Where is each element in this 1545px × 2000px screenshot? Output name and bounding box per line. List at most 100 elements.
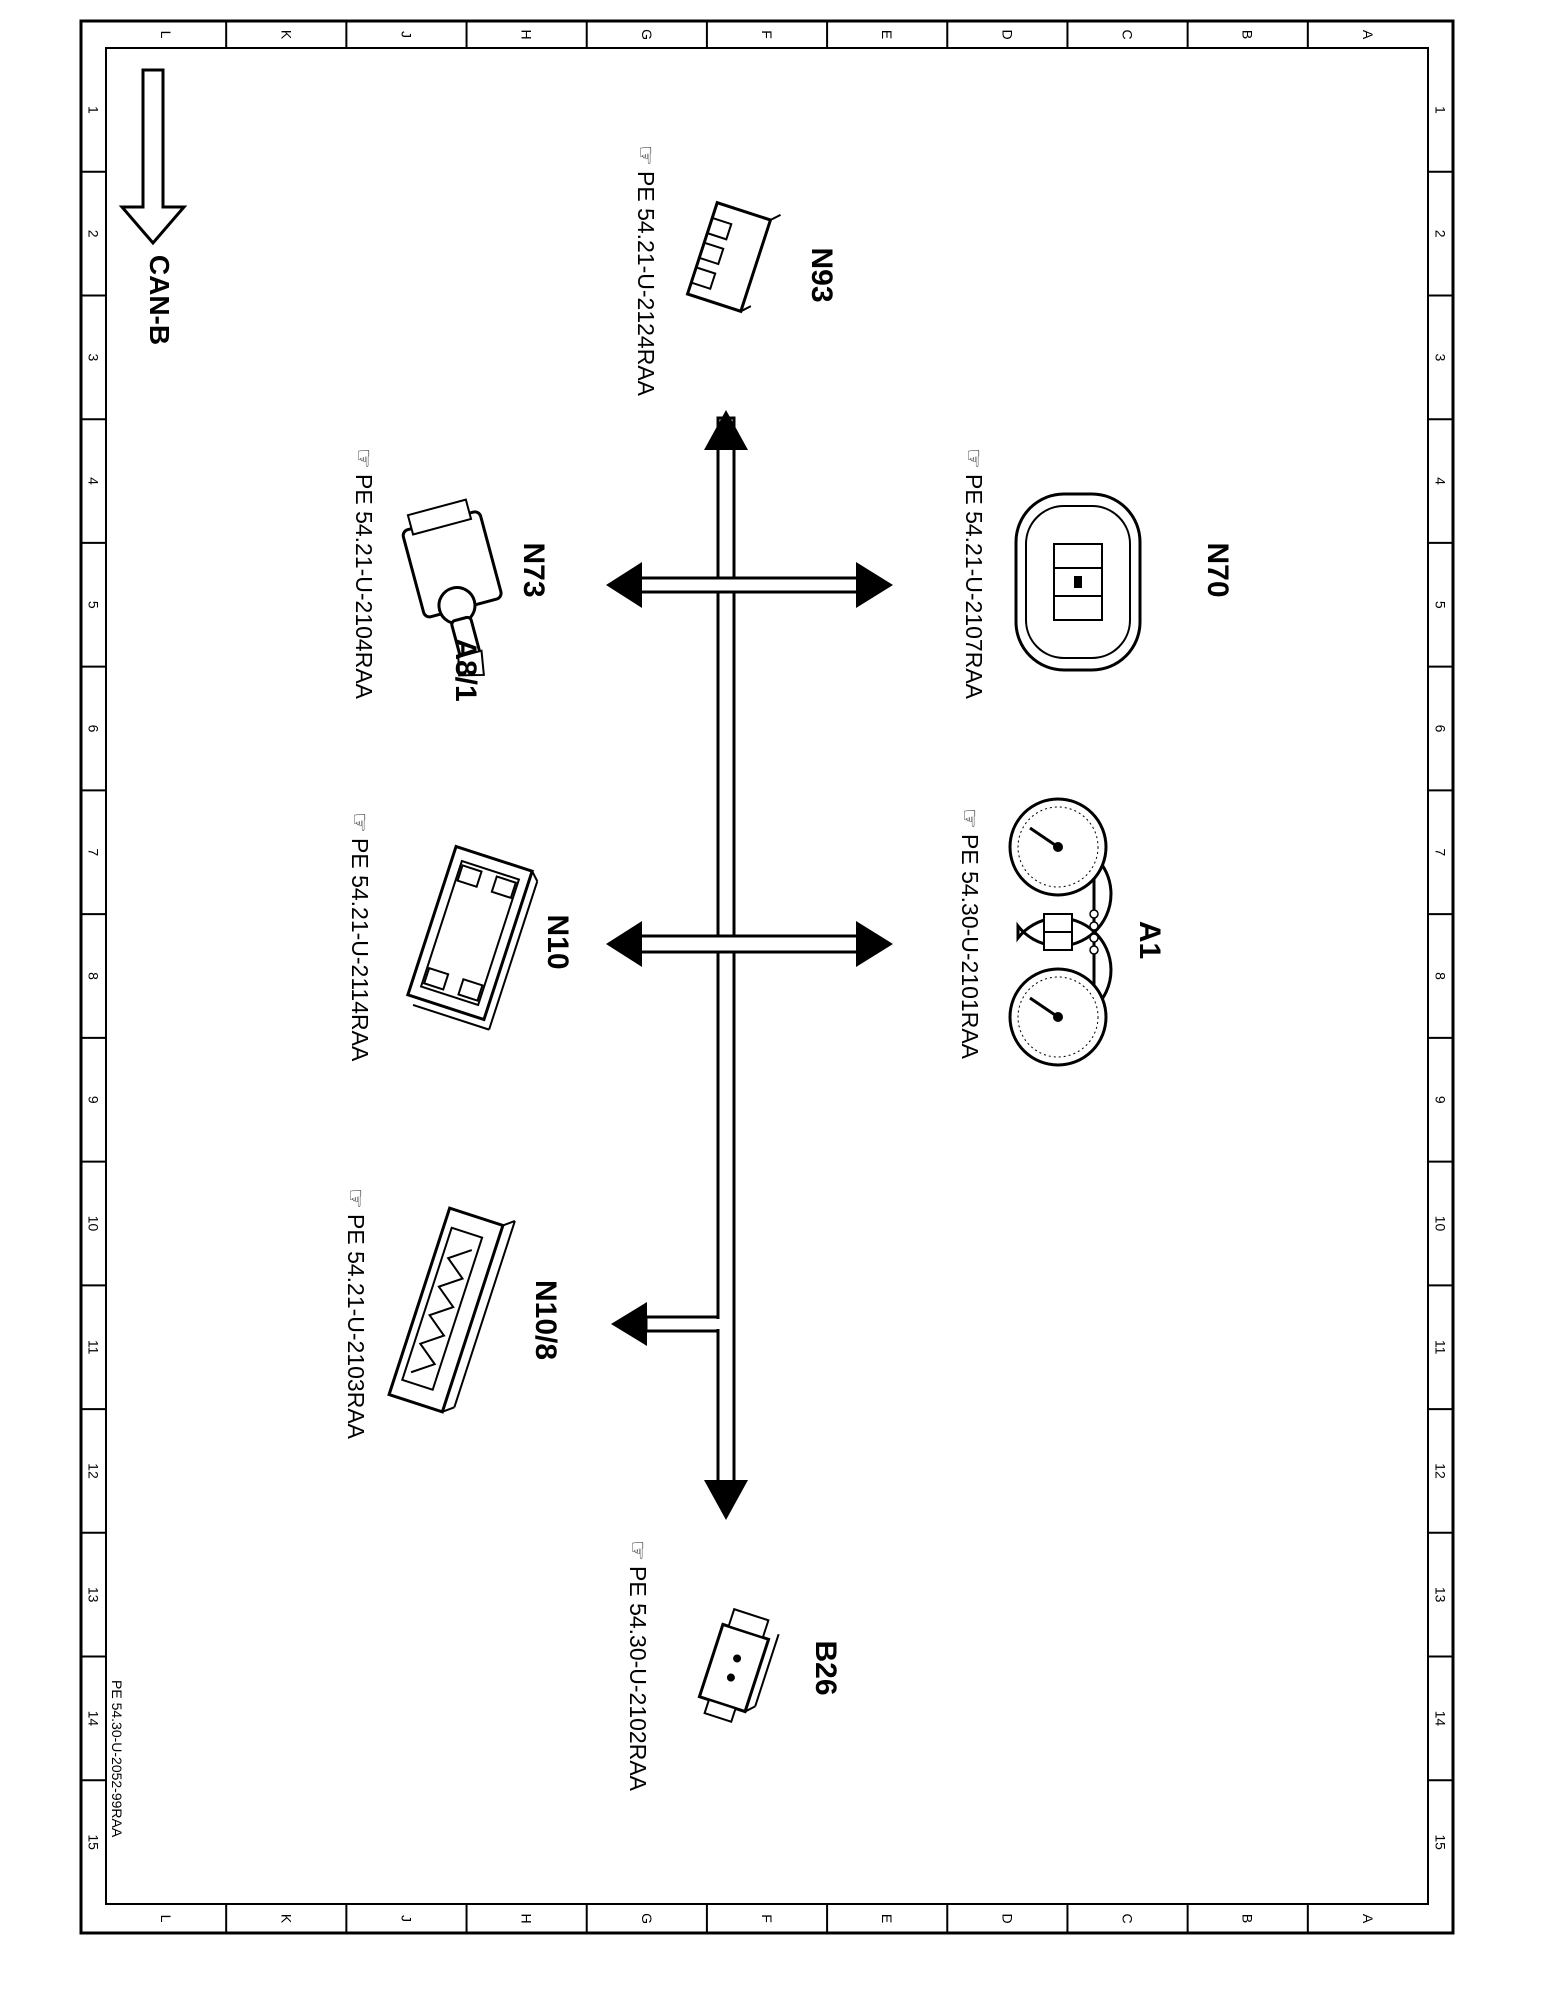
hand-pointer-icon: ☞ — [957, 808, 983, 829]
component-label: A1 — [1133, 921, 1166, 959]
grid-letter-label: K — [278, 1914, 294, 1924]
arrowhead-left — [606, 562, 642, 608]
arrowhead-left — [611, 1302, 647, 1346]
reference-code: PE 54.30-U-2102RAA — [625, 1566, 651, 1792]
reference-code: PE 54.21-U-2104RAA — [351, 474, 377, 700]
grid-letter-label: C — [1120, 1913, 1136, 1923]
grid-number-label: 14 — [86, 1711, 102, 1727]
grid-number-label: 15 — [1433, 1834, 1449, 1850]
grid-number-label: 7 — [1433, 848, 1449, 856]
grid-letter-label: L — [158, 1915, 174, 1923]
grid-letter-label: H — [519, 29, 535, 39]
grid-number-label: 9 — [86, 1096, 102, 1104]
grid-number-label: 14 — [1433, 1711, 1449, 1727]
grid-number-label: 13 — [1433, 1587, 1449, 1603]
reference-code: PE 54.21-U-2103RAA — [343, 1214, 369, 1440]
grid-number-label: 6 — [86, 725, 102, 733]
reference-code: PE 54.21-U-2114RAA — [347, 838, 373, 1062]
reference-code: PE 54.21-U-2107RAA — [961, 474, 987, 700]
component-n73[interactable]: N73 A8/1 ☞ PE 54.21-U-2104RAA — [351, 448, 550, 702]
grid-number-label: 2 — [1433, 230, 1449, 238]
component-label: N70 — [1201, 542, 1234, 597]
hand-pointer-icon: ☞ — [347, 812, 373, 833]
grid-letter-label: G — [639, 1913, 655, 1924]
hand-pointer-icon: ☞ — [625, 1540, 651, 1561]
grid-number-label: 1 — [1433, 106, 1449, 114]
reference-code: PE 54.30-U-2101RAA — [957, 834, 983, 1060]
grid-letter-label: D — [999, 29, 1015, 39]
component-n10[interactable]: N10 ☞ PE 54.21-U-2114RAA — [347, 812, 574, 1062]
grid-letter-label: F — [759, 1914, 775, 1923]
hand-pointer-icon: ☞ — [351, 448, 377, 469]
grid-number-label: 13 — [86, 1587, 102, 1603]
grid-number-label: 10 — [86, 1216, 102, 1232]
component-n10-8[interactable]: N10/8 ☞ PE 54.21-U-2103RAA — [343, 1188, 562, 1440]
component-label: N10/8 — [529, 1280, 562, 1360]
grid-number-label: 9 — [1433, 1096, 1449, 1104]
grid-letter-label: H — [519, 1913, 535, 1923]
hand-pointer-icon: ☞ — [961, 448, 987, 469]
component-a1[interactable]: A1 ☞ PE 54.30-U-2101RAA — [957, 797, 1166, 1067]
bus-label: CAN-B — [144, 255, 175, 345]
grid-letter-label: K — [278, 30, 294, 40]
hand-pointer-icon: ☞ — [343, 1188, 369, 1209]
grid-number-label: 15 — [86, 1834, 102, 1850]
grid-letter-label: C — [1120, 29, 1136, 39]
grid-number-label: 7 — [86, 848, 102, 856]
arrowhead-right — [856, 562, 893, 608]
arrowhead-left — [606, 921, 642, 967]
grid-letter-label: E — [879, 30, 895, 39]
grid-letter-label: A — [1360, 30, 1376, 40]
ignition-switch-key-icon — [401, 498, 503, 677]
grid-number-label: 4 — [86, 477, 102, 485]
grid-number-label: 3 — [1433, 353, 1449, 361]
grid-letter-label: D — [999, 1913, 1015, 1923]
can-bus-network — [606, 410, 893, 1520]
sensor-icon — [697, 1607, 780, 1724]
grid-number-label: 3 — [86, 353, 102, 361]
grid-number-label: 5 — [86, 601, 102, 609]
component-label: N10 — [541, 914, 574, 969]
down-arrow-icon — [118, 68, 188, 246]
component-sub-label: A8/1 — [449, 638, 482, 701]
grid-number-label: 11 — [1433, 1340, 1449, 1355]
grid-letter-label: F — [759, 30, 775, 39]
grid-number-label: 12 — [1433, 1463, 1449, 1479]
grid-number-label: 8 — [86, 972, 102, 980]
grid-letter-label: B — [1240, 30, 1256, 39]
grid-letter-label: L — [158, 31, 174, 39]
sam-control-unit-icon — [405, 844, 539, 1031]
instrument-cluster-icon — [1008, 797, 1113, 1067]
grid-number-label: 8 — [1433, 972, 1449, 980]
grid-number-label: 5 — [1433, 601, 1449, 609]
grid-letter-label: B — [1240, 1914, 1256, 1923]
grid-number-label: 1 — [86, 106, 102, 114]
component-n93[interactable]: N93 ☞ PE 54.21-U-2124RAA — [633, 145, 838, 397]
component-n70[interactable]: N70 ☞ PE 54.21-U-2107RAA — [961, 448, 1234, 700]
grid-number-label: 12 — [86, 1463, 102, 1479]
reference-code: PE 54.21-U-2124RAA — [633, 171, 659, 397]
arrowhead-up — [704, 410, 748, 450]
component-label: B26 — [809, 1640, 842, 1695]
rear-sam-control-unit-icon — [387, 1206, 516, 1414]
can-b-legend: CAN-B — [118, 68, 188, 345]
component-b26[interactable]: B26 ☞ PE 54.30-U-2102RAA — [625, 1540, 842, 1792]
grid-number-label: 6 — [1433, 725, 1449, 733]
grid-number-label: 11 — [86, 1340, 102, 1355]
grid-letter-label: G — [639, 29, 655, 40]
grid-number-label: 4 — [1433, 477, 1449, 485]
overhead-control-panel-icon — [1014, 492, 1142, 672]
grid-letter-label: A — [1360, 1914, 1376, 1924]
grid-letter-label: J — [398, 1915, 414, 1922]
grid-letter-label: J — [398, 31, 414, 38]
grid-letter-label: E — [879, 1914, 895, 1923]
control-unit-module-icon — [685, 200, 781, 314]
arrowhead-right — [856, 921, 893, 967]
grid-number-label: 10 — [1433, 1216, 1449, 1232]
component-label: N73 — [517, 542, 550, 597]
grid-number-label: 2 — [86, 230, 102, 238]
component-label: N93 — [805, 247, 838, 302]
document-id: PE 54.30-U-2052-99RAA — [109, 1680, 125, 1838]
